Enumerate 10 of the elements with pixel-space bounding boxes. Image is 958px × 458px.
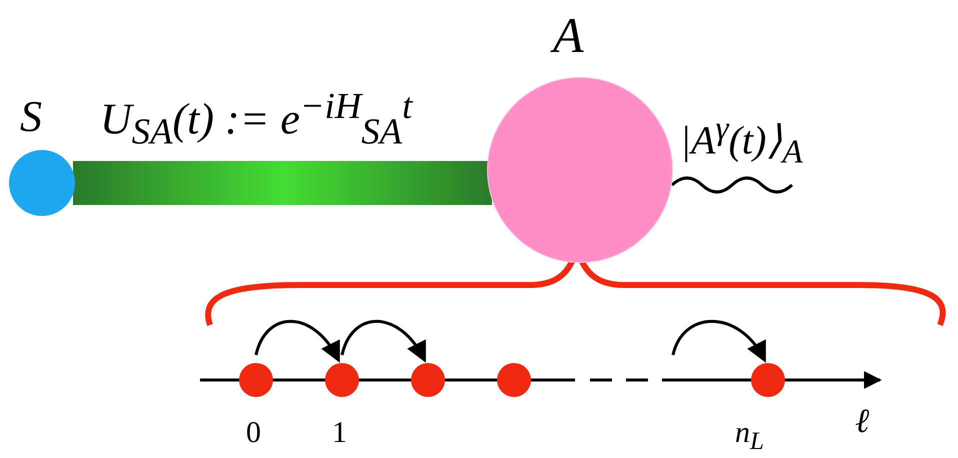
site-label: 0 — [246, 418, 261, 448]
hop-arrow — [672, 320, 766, 363]
coupling-bar — [73, 161, 492, 205]
site-label: n$_{L}$ — [735, 418, 764, 454]
axis-label: ℓ — [855, 405, 870, 439]
hop-arrow — [340, 320, 426, 363]
node-letter: S — [20, 95, 42, 139]
site-label: 1 — [332, 418, 347, 448]
hop-arrow — [254, 320, 340, 363]
state-label: |A$^{γ}$(t)⟩$_{A}$ — [680, 112, 803, 169]
